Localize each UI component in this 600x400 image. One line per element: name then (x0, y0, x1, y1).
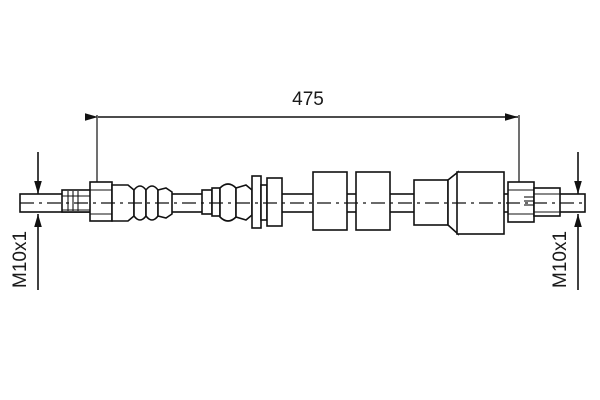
bracket-block-2 (355, 171, 391, 231)
right-end-fitting (507, 181, 561, 223)
left-thread-hatching (67, 191, 79, 211)
left-thread-size-label: M10x1 (10, 231, 31, 288)
mid-ring-2 (211, 187, 221, 217)
left-thread-leader-group: M10x1 (10, 152, 42, 290)
right-hex-nut (507, 181, 535, 223)
dimension-value-label: 475 (292, 89, 324, 110)
left-end-fitting (61, 181, 173, 222)
dimension-475-group: 475 (85, 89, 520, 200)
mid-flange-assembly (201, 175, 283, 229)
bracket-blocks (312, 171, 391, 231)
mid-ring-1 (201, 189, 213, 215)
hose-assembly (19, 170, 586, 236)
right-nut-hatching (524, 196, 534, 206)
flange-body (266, 177, 283, 227)
right-thread-leader-group: M10x1 (550, 152, 582, 290)
right-threaded-stub (533, 187, 561, 217)
left-hex-nut (89, 181, 113, 222)
flange-disc (251, 175, 262, 229)
left-threaded-nipple (61, 189, 93, 213)
right-thread-size-label: M10x1 (550, 231, 571, 288)
bracket-block-1 (312, 171, 348, 231)
